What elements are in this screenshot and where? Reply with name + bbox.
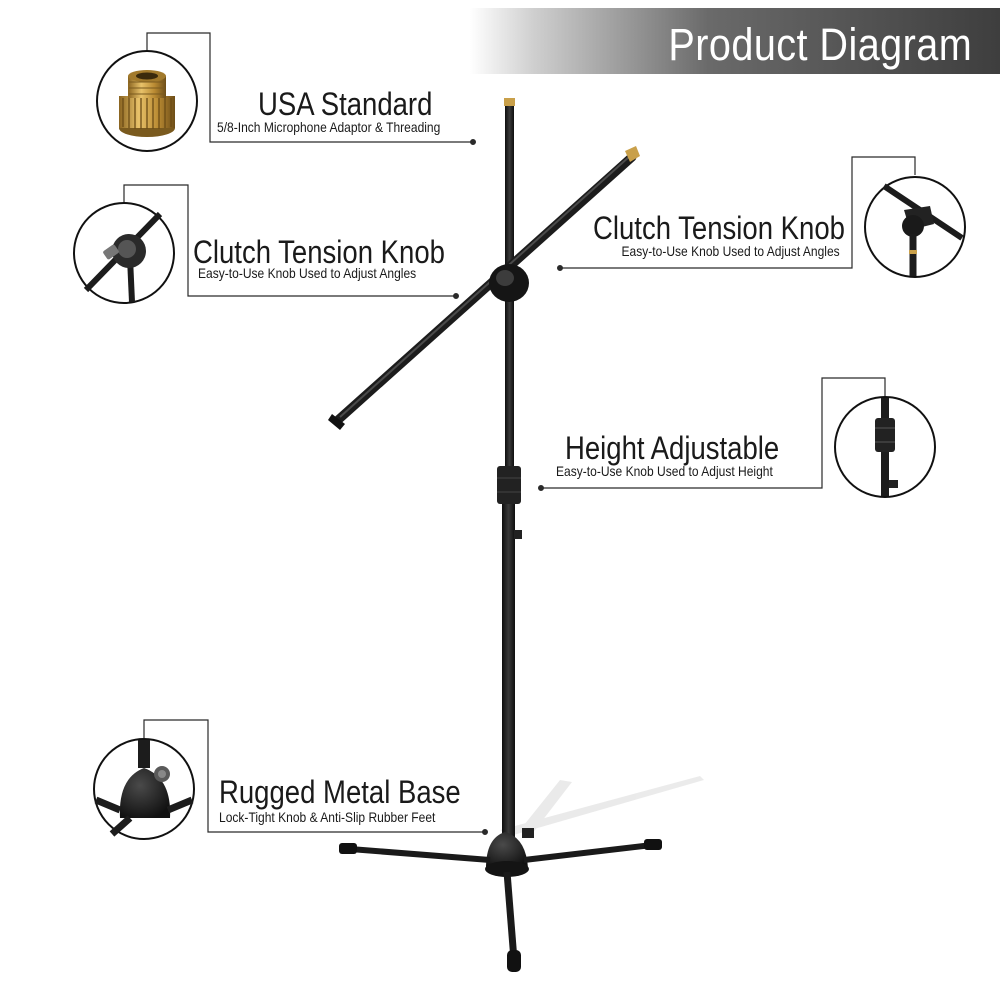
lower-pole [502, 500, 515, 840]
header-title: Product Diagram [668, 19, 972, 70]
brass-adaptor-icon [96, 50, 198, 152]
callout-subtitle: Lock-Tight Knob & Anti-Slip Rubber Feet [219, 809, 436, 825]
callout-title: Clutch Tension Knob [193, 234, 445, 270]
callout-title: Rugged Metal Base [219, 774, 461, 810]
clutch-knob-icon [73, 202, 175, 304]
callout-title: Height Adjustable [565, 430, 780, 466]
leader-lines [123, 32, 916, 835]
height-clamp [497, 466, 521, 504]
callout-title: USA Standard [258, 86, 433, 122]
microphone-stand [328, 98, 704, 972]
tripod-base-icon [93, 738, 195, 840]
base-hub [486, 832, 528, 868]
header-banner: Product Diagram [470, 8, 1000, 74]
callout-subtitle: Easy-to-Use Knob Used to Adjust Angles [621, 243, 840, 259]
callout-title: Clutch Tension Knob [593, 210, 845, 246]
callout-subtitle: 5/8-Inch Microphone Adaptor & Threading [217, 119, 441, 135]
floor-reflection [500, 776, 704, 836]
callout-subtitle: Easy-to-Use Knob Used to Adjust Angles [198, 265, 417, 281]
boom-thread-tip [625, 146, 640, 162]
top-thread-tip [504, 98, 515, 106]
boom-clutch-icon [864, 176, 966, 278]
callout-subtitle: Easy-to-Use Knob Used to Adjust Height [556, 463, 773, 479]
tripod-legs [339, 839, 662, 972]
height-knob-icon [834, 396, 936, 498]
boom-end-cap [328, 414, 345, 430]
boom-arm [328, 146, 640, 430]
